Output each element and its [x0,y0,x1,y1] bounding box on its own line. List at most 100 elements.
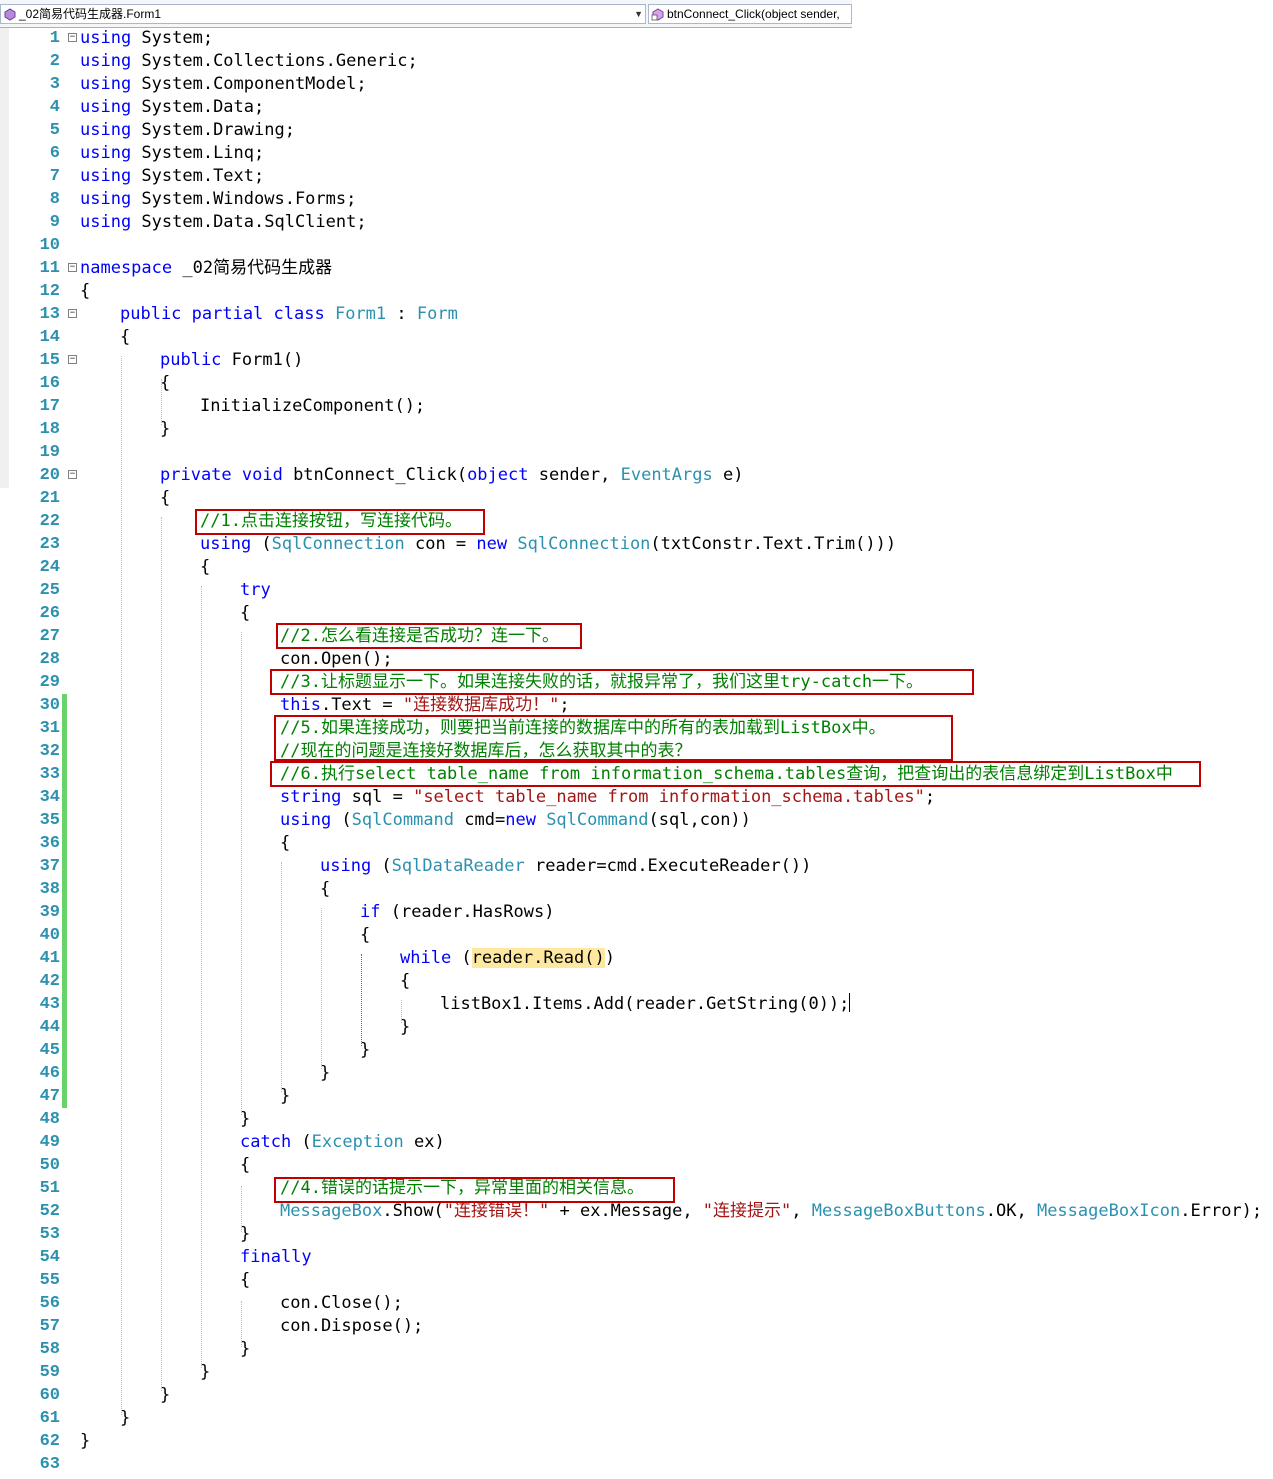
keyword: try [240,580,271,600]
code-text: { [160,373,171,393]
code-line[interactable]: 61} [0,1407,1273,1430]
code-line[interactable]: 62} [0,1430,1273,1453]
code-text: } [360,1040,371,1060]
collapse-icon[interactable]: − [68,308,77,318]
line-number: 39 [39,903,60,922]
code-content: using System.Linq; [80,142,264,165]
code-line[interactable]: 44} [0,1016,1273,1039]
code-text: : [386,304,417,324]
code-line[interactable]: 26{ [0,602,1273,625]
code-content: catch (Exception ex) [240,1131,445,1154]
code-content: private void btnConnect_Click(object sen… [160,464,743,487]
code-line[interactable]: 48} [0,1108,1273,1131]
code-line[interactable]: 20−private void btnConnect_Click(object … [0,464,1273,487]
code-line[interactable]: 31//5.如果连接成功，则要把当前连接的数据库中的所有的表加载到ListBox… [0,717,1273,740]
collapse-icon[interactable]: − [68,32,77,42]
line-number: 24 [39,558,60,577]
code-content: con.Dispose(); [280,1315,423,1338]
code-line[interactable]: 12{ [0,280,1273,303]
keyword: using [80,143,132,163]
code-line[interactable]: 36{ [0,832,1273,855]
code-line[interactable]: 53} [0,1223,1273,1246]
code-line[interactable]: 16{ [0,372,1273,395]
code-line[interactable]: 42{ [0,970,1273,993]
member-dropdown[interactable]: btnConnect_Click(object sender, [648,4,852,24]
code-line[interactable]: 24{ [0,556,1273,579]
code-line[interactable]: 63 [0,1453,1273,1476]
code-line[interactable]: 22//1.点击连接按钮，写连接代码。 [0,510,1273,533]
code-line[interactable]: 47} [0,1085,1273,1108]
keyword: new [505,810,536,830]
code-text: ( [331,810,352,830]
code-line[interactable]: 19 [0,441,1273,464]
change-marker [62,763,67,786]
type-name: SqlConnection [271,534,405,554]
line-number: 15 [39,351,60,370]
code-line[interactable]: 14{ [0,326,1273,349]
code-line[interactable]: 15−public Form1() [0,349,1273,372]
code-line[interactable]: 45} [0,1039,1273,1062]
code-line[interactable]: 21{ [0,487,1273,510]
code-line[interactable]: 58} [0,1338,1273,1361]
code-line[interactable]: 27//2.怎么看连接是否成功？连一下。 [0,625,1273,648]
code-line[interactable]: 29//3.让标题显示一下。如果连接失败的话，就报异常了，我们这里try-cat… [0,671,1273,694]
collapse-icon[interactable]: − [68,262,77,272]
code-text: con.Open(); [280,649,393,669]
indent-guide [161,379,162,425]
code-content: } [160,1384,170,1407]
code-line[interactable]: 59} [0,1361,1273,1384]
class-icon [3,7,17,21]
code-text: ( [291,1132,312,1152]
code-line[interactable]: 33//6.执行select table_name from informati… [0,763,1273,786]
code-line[interactable]: 13−public partial class Form1 : Form [0,303,1273,326]
code-line[interactable]: 40{ [0,924,1273,947]
keyword: using [280,810,332,830]
code-line[interactable]: 1−using System; [0,27,1273,50]
code-line[interactable]: 38{ [0,878,1273,901]
keyword: using [320,856,372,876]
code-line[interactable]: 32//现在的问题是连接好数据库后，怎么获取其中的表？ [0,740,1273,763]
class-dropdown[interactable]: _02简易代码生成器.Form1 ▼ [0,4,646,24]
collapse-icon[interactable]: − [68,354,77,364]
code-line[interactable]: 46} [0,1062,1273,1085]
code-line[interactable]: 50{ [0,1154,1273,1177]
code-content: } [240,1338,250,1361]
indent-guide [281,862,282,1092]
code-line[interactable]: 11−namespace _02简易代码生成器 [0,257,1273,280]
code-line[interactable]: 55{ [0,1269,1273,1292]
code-line[interactable]: 18} [0,418,1273,441]
collapse-icon[interactable]: − [68,469,77,479]
code-line[interactable]: 10 [0,234,1273,257]
line-number: 44 [39,1018,60,1037]
chevron-down-icon[interactable]: ▼ [634,9,643,19]
code-text: System.Linq; [131,143,265,163]
comment: //1.点击连接按钮，写连接代码。 [200,511,462,531]
code-text: reader=cmd.ExecuteReader()) [524,856,812,876]
code-line[interactable]: 51//4.错误的话提示一下，异常里面的相关信息。 [0,1177,1273,1200]
code-line[interactable]: 60} [0,1384,1273,1407]
